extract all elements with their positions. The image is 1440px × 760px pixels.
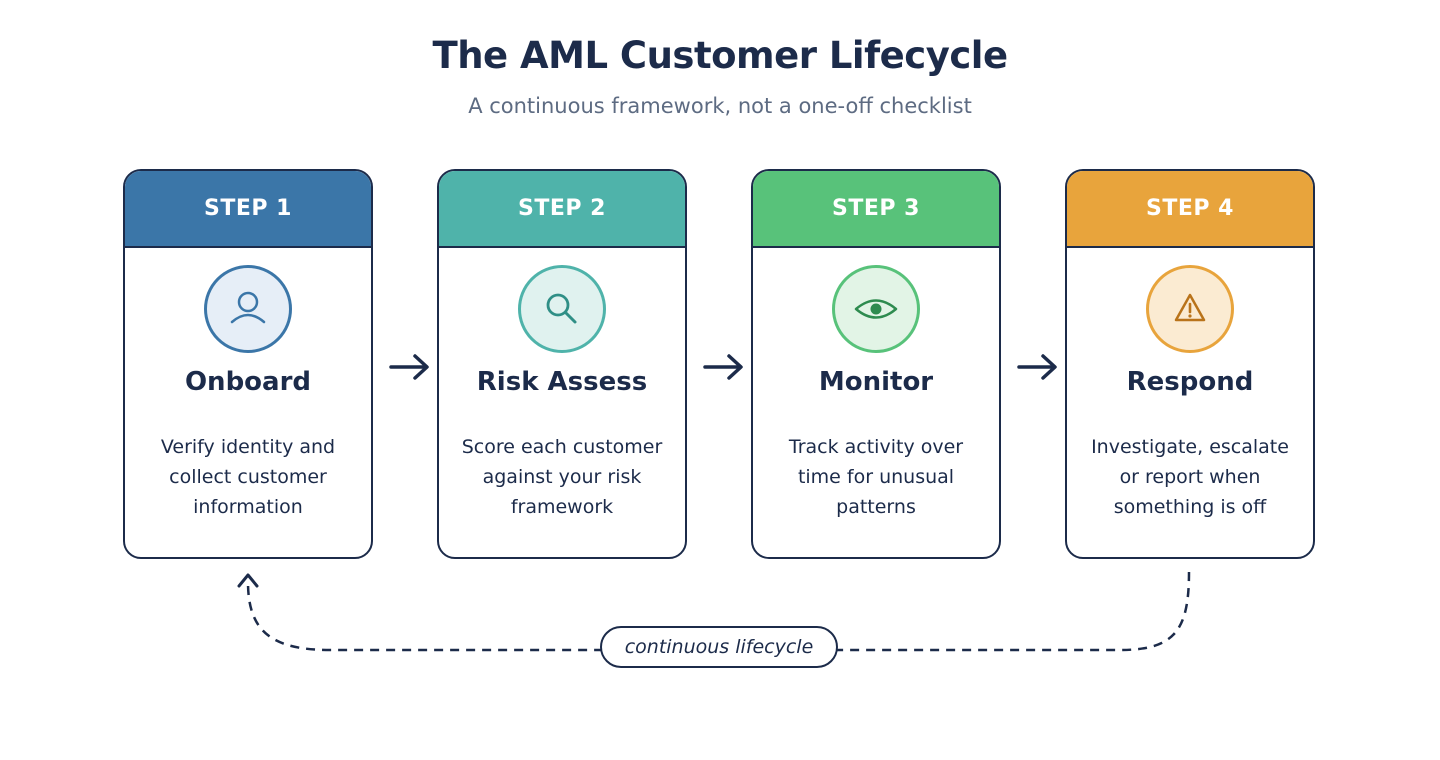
step-description: Verify identity and collect customer inf… xyxy=(160,436,336,518)
arrow-right-icon xyxy=(703,354,743,380)
step-card-monitor: STEP 3 Monitor Track activity over time … xyxy=(751,169,1001,559)
page-title: The AML Customer Lifecycle xyxy=(432,34,1008,77)
step-badge: STEP 1 xyxy=(125,171,371,248)
step-badge: STEP 2 xyxy=(439,171,685,248)
step-card-respond: STEP 4 Respond Investigate, escalate or … xyxy=(1065,169,1315,559)
step-card-risk-assess: STEP 2 Risk Assess Score each customer a… xyxy=(437,169,687,559)
page-subtitle: A continuous framework, not a one-off ch… xyxy=(468,94,972,118)
step-name: Monitor xyxy=(818,367,934,397)
search-icon xyxy=(518,265,606,353)
arrow-right-icon xyxy=(1017,354,1057,380)
step-description: Track activity over time for unusual pat… xyxy=(788,436,964,518)
eye-icon xyxy=(832,265,920,353)
step-name: Risk Assess xyxy=(476,367,648,397)
step-name: Onboard xyxy=(184,367,312,397)
step-name: Respond xyxy=(1126,367,1254,397)
step-description: Score each customer against your risk fr… xyxy=(461,436,663,518)
step-badge: STEP 3 xyxy=(753,171,999,248)
user-icon xyxy=(204,265,292,353)
step-card-onboard: STEP 1 Onboard Verify identity and colle… xyxy=(123,169,373,559)
warning-icon xyxy=(1146,265,1234,353)
step-badge: STEP 4 xyxy=(1067,171,1313,248)
step-description: Investigate, escalate or report when som… xyxy=(1091,436,1289,518)
arrow-right-icon xyxy=(389,354,429,380)
loop-label: continuous lifecycle xyxy=(600,626,838,668)
